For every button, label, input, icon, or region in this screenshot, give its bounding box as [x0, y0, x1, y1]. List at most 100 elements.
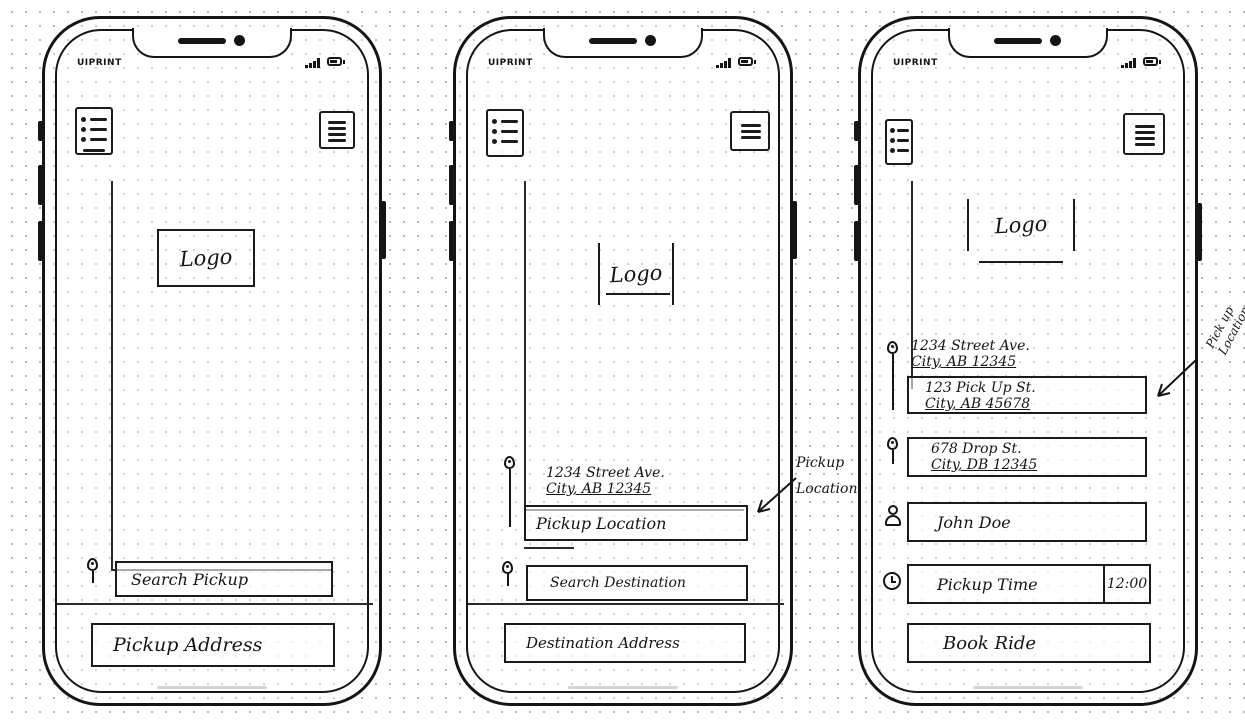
status-bar: [716, 56, 756, 70]
camera: [645, 35, 656, 46]
address-line-2: City, AB 12345: [911, 354, 1017, 370]
drop-line-1: 678 Drop St.: [931, 441, 1022, 457]
home-indicator: [157, 686, 267, 689]
phone-screen-1: UIPRINT: [38, 16, 386, 706]
volume-down-button: [854, 221, 859, 261]
signal-bar: [313, 61, 316, 68]
speaker: [589, 38, 637, 44]
home-indicator: [568, 686, 678, 689]
screen: UIPRINT: [466, 28, 784, 693]
clock-icon: [883, 572, 901, 590]
drop-line-2: City, DB 12345: [931, 457, 1038, 473]
brand-label: UIPRINT: [488, 58, 533, 68]
pickup-address-button[interactable]: Pickup Address: [91, 623, 335, 667]
list-menu-button[interactable]: [75, 107, 113, 155]
pickup-location-field[interactable]: 123 Pick Up St. City, AB 45678: [907, 376, 1147, 414]
search-destination-input[interactable]: Search Destination: [526, 565, 748, 601]
status-bar: [1121, 56, 1161, 70]
screen: UIPRINT: [871, 28, 1185, 693]
camera: [1050, 35, 1061, 46]
signal-bar: [317, 58, 320, 68]
map-pin-icon: [502, 561, 513, 574]
pin-stem: [892, 354, 894, 410]
map-pin-icon: [887, 341, 898, 354]
list-menu-button[interactable]: [885, 119, 913, 165]
destination-address-button[interactable]: Destination Address: [504, 623, 746, 663]
map-pin-icon: [504, 456, 515, 469]
signal-bar: [309, 63, 312, 68]
person-icon: [885, 505, 901, 527]
hamburger-menu-button[interactable]: [730, 111, 770, 151]
pickup-time-value[interactable]: 12:00: [1103, 566, 1149, 602]
pickup-line-1: 123 Pick Up St.: [925, 380, 1036, 396]
volume-up-button: [449, 165, 454, 205]
logo-placeholder: Logo: [157, 229, 255, 287]
hamburger-menu-button[interactable]: [1123, 113, 1165, 155]
pickup-time-field[interactable]: Pickup Time 12:00: [907, 564, 1151, 604]
power-button: [1197, 203, 1202, 261]
signal-bar: [724, 61, 727, 68]
connector-line: [524, 547, 574, 549]
pickup-location-annotation: Pickup Location: [796, 455, 858, 497]
phone-screen-2: UIPRINT: [449, 16, 797, 706]
battery-icon: [1143, 57, 1158, 66]
speaker: [178, 38, 226, 44]
notch: [948, 28, 1108, 58]
pin-stem: [92, 571, 94, 583]
address-line-1: 1234 Street Ave.: [911, 338, 1030, 354]
volume-up-button: [38, 165, 43, 205]
search-pickup-input[interactable]: Search Pickup: [115, 561, 333, 597]
logo-text: Logo: [994, 211, 1048, 239]
logo-underline: [979, 261, 1063, 263]
volume-down-button: [449, 221, 454, 261]
pin-stem: [507, 574, 509, 586]
sheet-divider: [57, 603, 373, 605]
sheet-divider: [468, 603, 784, 605]
pickup-location-field[interactable]: Pickup Location: [524, 505, 748, 541]
screen: UIPRINT: [55, 28, 373, 693]
arrow-icon: [1157, 359, 1197, 397]
notch: [543, 28, 703, 58]
battery-tip: [754, 60, 756, 64]
battery-icon: [738, 57, 753, 66]
mute-switch: [854, 121, 859, 141]
status-bar: [305, 56, 345, 70]
current-address: 1234 Street Ave. City, AB 12345: [546, 465, 665, 497]
battery-icon: [327, 57, 342, 66]
volume-up-button: [854, 165, 859, 205]
drop-location-field[interactable]: 678 Drop St. City, DB 12345: [907, 437, 1147, 477]
hamburger-menu-button[interactable]: [319, 111, 355, 149]
logo-text: Logo: [179, 244, 233, 272]
pickup-location-annotation: Pick up Location: [1203, 304, 1245, 358]
signal-bar: [1133, 58, 1136, 68]
map-pin-icon: [887, 437, 898, 450]
mute-switch: [38, 121, 43, 141]
book-ride-button[interactable]: Book Ride: [907, 623, 1151, 663]
list-menu-button[interactable]: [486, 109, 524, 157]
address-line-1: 1234 Street Ave.: [546, 465, 665, 481]
signal-bar: [720, 63, 723, 68]
signal-icon: [716, 65, 719, 68]
map-pin-icon: [87, 558, 98, 571]
volume-down-button: [38, 221, 43, 261]
speaker: [994, 38, 1042, 44]
drawer-edge: [911, 181, 913, 389]
mute-switch: [449, 121, 454, 141]
arrow-icon: [757, 477, 797, 513]
passenger-name-field[interactable]: John Doe: [907, 502, 1147, 542]
pickup-line-2: City, AB 45678: [925, 396, 1031, 412]
address-line-2: City, AB 12345: [546, 481, 652, 497]
brand-label: UIPRINT: [893, 58, 938, 68]
brand-label: UIPRINT: [77, 58, 122, 68]
signal-bar: [1129, 61, 1132, 68]
current-address: 1234 Street Ave. City, AB 12345: [911, 338, 1030, 370]
signal-bar: [1125, 63, 1128, 68]
notch: [132, 28, 292, 58]
battery-tip: [343, 60, 345, 64]
power-button: [381, 201, 386, 259]
logo-placeholder: Logo: [598, 243, 674, 305]
pin-stem: [892, 450, 894, 464]
battery-tip: [1159, 60, 1161, 64]
signal-bar: [728, 58, 731, 68]
